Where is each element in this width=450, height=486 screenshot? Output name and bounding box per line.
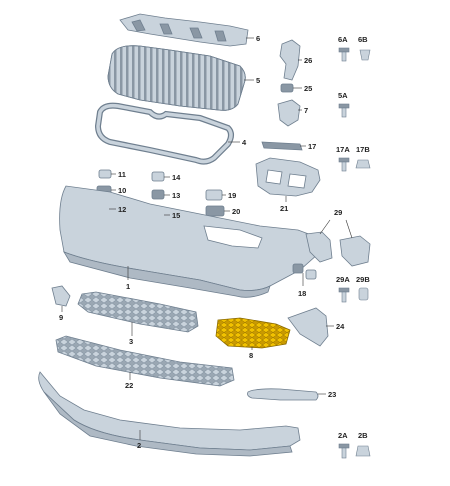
part-20-cap <box>205 205 225 217</box>
part-3-lower-grille <box>77 291 199 333</box>
part-29-right-panel <box>339 235 371 267</box>
part-2-spoiler-lip <box>38 371 301 451</box>
callout-12: 12 <box>118 205 126 214</box>
fastener-6a-icon <box>338 47 350 62</box>
callout-5: 5 <box>256 76 260 85</box>
callout-17b: 17B <box>356 145 370 154</box>
part-18-trim-b <box>305 269 317 280</box>
part-26-bracket <box>279 39 301 81</box>
callout-2a: 2A <box>338 431 348 440</box>
part-22-lower-mesh <box>55 335 235 387</box>
part-11-clip <box>98 169 112 179</box>
callout-5a: 5A <box>338 91 348 100</box>
callout-8: 8 <box>249 351 253 360</box>
callout-22: 22 <box>125 381 133 390</box>
callout-25: 25 <box>304 84 312 93</box>
part-1-headlamp-cutout <box>203 225 263 249</box>
callout-23: 23 <box>328 390 336 399</box>
callout-17a: 17A <box>336 145 350 154</box>
callout-17: 17 <box>308 142 316 151</box>
part-6-ribs <box>131 19 227 42</box>
part-24-side-trim <box>287 307 329 347</box>
part-6-upper-carrier <box>119 13 249 47</box>
callout-2b: 2B <box>358 431 368 440</box>
callout-29: 29 <box>334 208 342 217</box>
part-1-bumper-cover <box>59 185 320 291</box>
part-7-bracket <box>277 99 301 127</box>
callout-21: 21 <box>280 204 288 213</box>
leader-lines <box>61 37 353 440</box>
callout-9: 9 <box>59 313 63 322</box>
part-13-clip <box>151 189 165 200</box>
fastener-2a-icon <box>338 443 350 459</box>
part-25-clip <box>280 83 294 93</box>
callout-24: 24 <box>336 322 345 331</box>
fastener-6b-icon <box>359 49 371 61</box>
callout-29a: 29A <box>336 275 350 284</box>
callout-29b: 29B <box>356 275 370 284</box>
callout-13: 13 <box>172 191 180 200</box>
part-23-trim-strip <box>247 388 319 401</box>
callout-6a: 6A <box>338 35 348 44</box>
callout-4: 4 <box>242 138 247 147</box>
part-5-radiator-grille <box>107 45 246 111</box>
part-29-left-panel <box>305 231 333 263</box>
fastener-2b-icon <box>355 445 371 457</box>
fastener-17a-icon <box>338 157 350 172</box>
fastener-29b-icon <box>358 287 369 301</box>
part-9-bracket <box>51 285 71 307</box>
fastener-5a-icon <box>338 103 350 118</box>
callout-19: 19 <box>228 191 236 200</box>
part-21-holes <box>265 169 307 189</box>
part-17-strip <box>261 141 303 151</box>
callout-1: 1 <box>126 282 130 291</box>
callout-3: 3 <box>129 337 133 346</box>
part-18-trim <box>292 263 304 274</box>
part-1-lower-lip <box>63 251 271 298</box>
callout-14: 14 <box>172 173 181 182</box>
callout-15: 15 <box>172 211 180 220</box>
callout-2: 2 <box>137 441 141 450</box>
callout-11: 11 <box>118 170 126 179</box>
callout-20: 20 <box>232 207 240 216</box>
part-21-bracket <box>255 157 321 197</box>
part-8-fog-grille-highlighted <box>215 317 291 349</box>
part-19-cap <box>205 189 223 201</box>
part-5-grille-frame <box>107 45 246 111</box>
fastener-17b-icon <box>355 159 371 169</box>
callout-7: 7 <box>304 106 308 115</box>
part-4-surround-inner <box>96 103 233 164</box>
callout-18: 18 <box>298 289 306 298</box>
callout-10: 10 <box>118 186 126 195</box>
part-14-clip <box>151 171 165 182</box>
callout-6: 6 <box>256 34 260 43</box>
fastener-29a-icon <box>338 287 350 303</box>
callout-6b: 6B <box>358 35 368 44</box>
callout-26: 26 <box>304 56 312 65</box>
